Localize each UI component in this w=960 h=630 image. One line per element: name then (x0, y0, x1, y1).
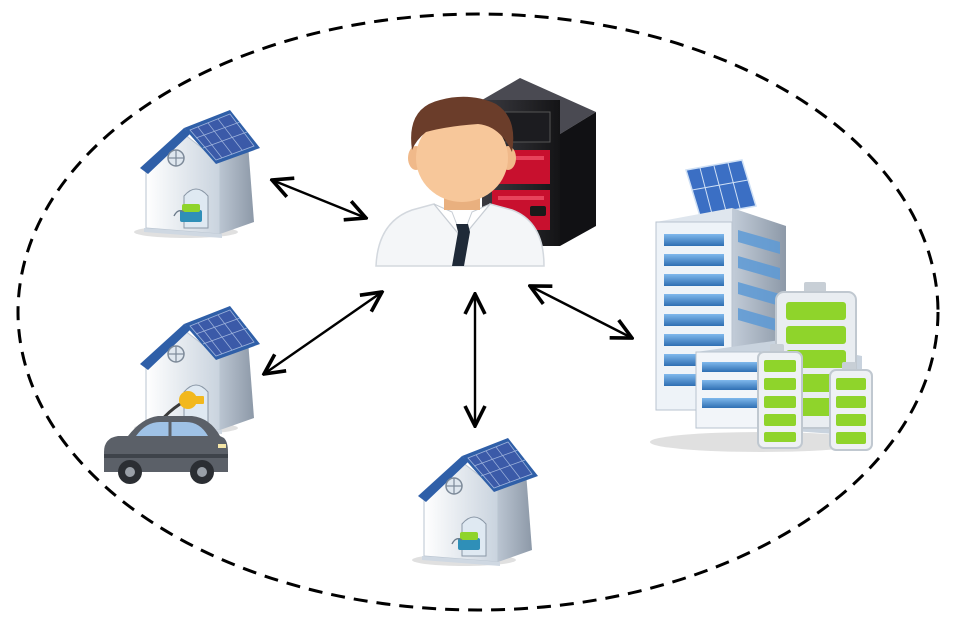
house-top-left (133, 109, 261, 239)
person-icon (375, 96, 545, 267)
link-arrow-house-top-left (272, 180, 366, 218)
battery-storage-icon (757, 282, 873, 451)
network-boundary (16, 12, 940, 612)
solar-house-icon (133, 305, 261, 435)
link-arrow-house-with-ev (264, 292, 382, 374)
electric-car-icon (104, 416, 228, 484)
house-bottom (411, 437, 539, 567)
building-storage (650, 159, 873, 452)
operator-node (375, 78, 596, 267)
link-arrow-building-storage (530, 286, 632, 338)
